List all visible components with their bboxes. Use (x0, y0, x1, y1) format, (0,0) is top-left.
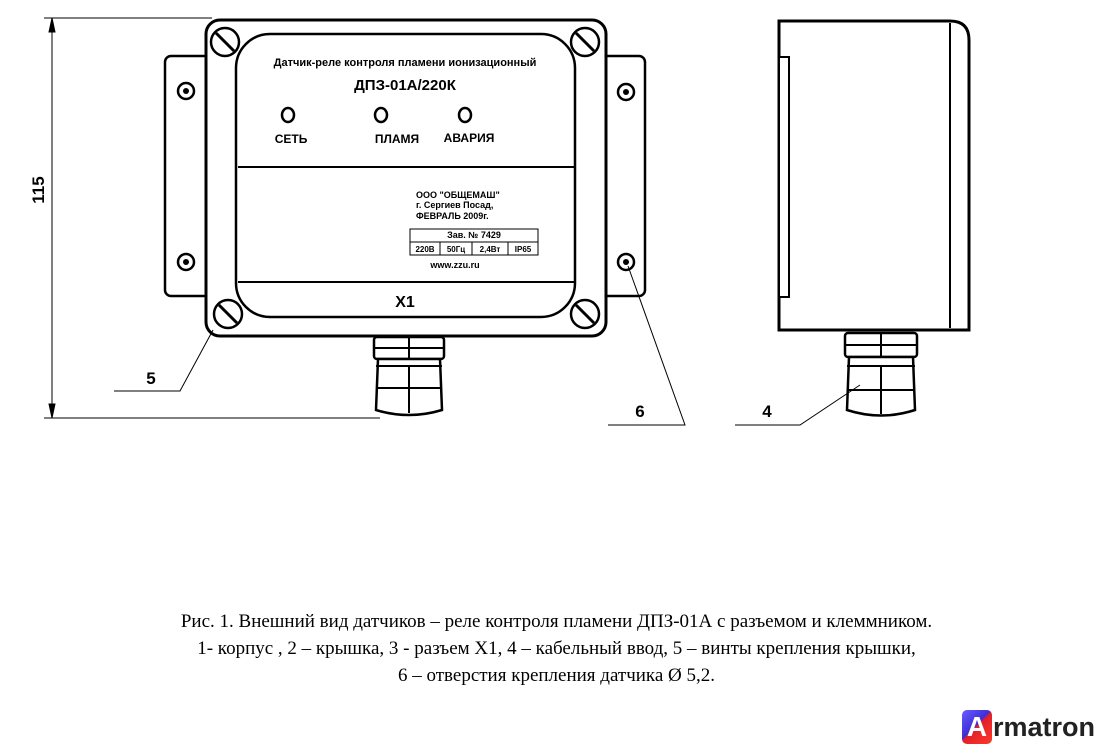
website: www.zzu.ru (429, 260, 479, 270)
screw-icon (569, 26, 601, 58)
panel-title: Датчик-реле контроля пламени ионизационн… (274, 57, 537, 69)
side-cable-gland (843, 331, 919, 417)
dimension-value: 115 (29, 176, 48, 203)
armatron-logo: A rmatron (962, 708, 1095, 746)
spec-cell: 220В (415, 245, 434, 254)
maker-line: ООО "ОБЩЕМАШ" (416, 190, 500, 200)
caption-line: 6 – отверстия крепления датчика Ø 5,2. (397, 665, 716, 686)
led-icon (457, 106, 473, 124)
callout-screws: 5 (146, 369, 155, 388)
led-icon (373, 106, 389, 124)
maker-line: ФЕВРАЛЬ 2009г. (416, 211, 489, 221)
callout-leaders (114, 265, 861, 426)
caption-line: 1- корпус , 2 – крышка, 3 - разъем X1, 4… (197, 638, 916, 659)
spec-cell: 2,4Вт (480, 245, 501, 254)
spec-cell: IP65 (515, 245, 532, 254)
serial-number: Зав. № 7429 (447, 230, 501, 240)
screw-icon (212, 298, 244, 330)
side-housing (777, 19, 971, 332)
callout-cable-entry: 4 (762, 402, 772, 421)
dimension-115 (44, 17, 380, 419)
caption-line: Рис. 1. Внешний вид датчиков – реле конт… (180, 611, 933, 632)
logo-letter: A (962, 710, 992, 744)
connector-label: X1 (395, 294, 415, 311)
panel-model: ДПЗ-01А/220К (354, 77, 457, 94)
cable-gland (372, 335, 446, 417)
side-view (777, 19, 971, 417)
led-icon (280, 106, 296, 124)
callout-holes: 6 (635, 402, 644, 421)
indicator-label: СЕТЬ (275, 132, 308, 146)
screw-icon (569, 298, 601, 330)
screw-icon (209, 26, 241, 58)
indicator-label: ПЛАМЯ (375, 132, 419, 146)
front-view (163, 18, 647, 417)
maker-line: г. Сергиев Посад, (416, 200, 493, 210)
spec-cell: 50Гц (447, 245, 465, 254)
figure-caption: Рис. 1. Внешний вид датчиков – реле конт… (0, 608, 1113, 689)
technical-drawing: 115 (29, 17, 971, 426)
logo-text: rmatron (993, 711, 1096, 742)
indicator-label: АВАРИЯ (444, 131, 495, 145)
